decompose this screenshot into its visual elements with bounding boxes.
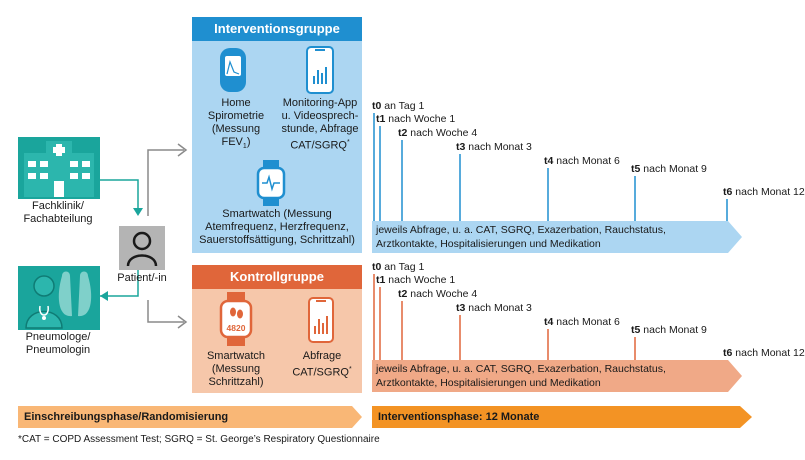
monitoring-app-label: Monitoring-App u. Videosprech- stunde, A… <box>281 97 359 152</box>
phase-left-label: Einschreibungsphase/Randomisierung <box>24 411 229 423</box>
questionnaire-label: Abfrage CAT/SGRQ* <box>292 350 352 379</box>
footnote: *CAT = COPD Assessment Test; SGRQ = St. … <box>18 434 380 445</box>
phase-left-arrow <box>18 406 362 428</box>
control-timepoint-t0: t0 an Tag 1 <box>372 261 424 273</box>
smartwatch-control-label: Smartwatch (Messung Schrittzahl) <box>206 350 266 388</box>
timepoint-code: t4 <box>544 316 554 328</box>
timepoint-text: nach Monat 12 <box>732 186 805 198</box>
timepoint-code: t6 <box>723 347 733 359</box>
band-line-1: jeweils Abfrage, u. a. CAT, SGRQ, Exazer… <box>376 224 666 236</box>
intervention-timepoint-t0: t0 an Tag 1 <box>372 100 424 112</box>
control-band-arrow <box>372 360 742 392</box>
pneumologist-label: Pneumologe/Pneumologin <box>25 331 91 356</box>
timepoint-text: nach Monat 6 <box>553 155 620 167</box>
pneumologist-icon <box>18 266 100 330</box>
patient-icon <box>119 226 165 270</box>
intervention-band-arrow <box>372 221 742 253</box>
timepoint-text: nach Woche 4 <box>407 127 478 139</box>
timepoint-text: nach Woche 4 <box>407 288 478 300</box>
timepoint-code: t0 <box>372 100 382 112</box>
clinic-label: Fachklinik/Fachabteilung <box>23 200 93 225</box>
intervention-timepoint-t6: t6 nach Monat 12 <box>723 186 805 198</box>
timepoint-code: t0 <box>372 261 382 273</box>
intervention-timepoint-t4: t4 nach Monat 6 <box>544 155 620 167</box>
timepoint-code: t3 <box>456 302 466 314</box>
timepoint-text: nach Monat 3 <box>465 141 532 153</box>
band-line-2: Arztkontakte, Hospitalisierungen und Med… <box>376 377 601 389</box>
flow-connectors <box>100 143 188 329</box>
intervention-timepoint-t2: t2 nach Woche 4 <box>398 127 477 139</box>
timepoint-text: nach Monat 12 <box>732 347 805 359</box>
control-timepoint-t1: t1 nach Woche 1 <box>376 274 455 286</box>
timelines <box>372 113 742 392</box>
control-timepoint-t3: t3 nach Monat 3 <box>456 302 532 314</box>
intervention-band-text: jeweils Abfrage, u. a. CAT, SGRQ, Exazer… <box>376 223 666 251</box>
step-watch-icon: 4820 <box>219 292 253 346</box>
timepoint-text: nach Monat 9 <box>640 324 707 336</box>
intervention-title: Interventionsgruppe <box>192 17 362 41</box>
control-band-text: jeweils Abfrage, u. a. CAT, SGRQ, Exazer… <box>376 362 666 390</box>
smartphone-icon <box>305 46 335 94</box>
questionnaire-phone-icon <box>307 297 335 343</box>
smartwatch-icon <box>256 160 286 206</box>
intervention-timepoint-t3: t3 nach Monat 3 <box>456 141 532 153</box>
timepoint-text: nach Monat 3 <box>465 302 532 314</box>
timepoint-code: t6 <box>723 186 733 198</box>
timepoint-code: t2 <box>398 288 408 300</box>
timepoint-text: nach Monat 9 <box>640 163 707 175</box>
timepoint-code: t5 <box>631 163 641 175</box>
timepoint-text: an Tag 1 <box>381 261 425 273</box>
timepoint-text: an Tag 1 <box>381 100 425 112</box>
patient-label: Patient/-in <box>117 272 167 284</box>
smartwatch-intervention-label: Smartwatch (Messung Atemfrequenz, Herzfr… <box>199 208 355 246</box>
phase-right-arrow <box>372 406 752 428</box>
intervention-timepoint-t1: t1 nach Woche 1 <box>376 113 455 125</box>
timepoint-code: t5 <box>631 324 641 336</box>
timepoint-code: t1 <box>376 274 386 286</box>
step-count-display: 4820 <box>226 323 246 333</box>
control-timepoint-t5: t5 nach Monat 9 <box>631 324 707 336</box>
timepoint-code: t1 <box>376 113 386 125</box>
timepoint-code: t2 <box>398 127 408 139</box>
band-line-2: Arztkontakte, Hospitalisierungen und Med… <box>376 238 601 250</box>
control-timepoint-t2: t2 nach Woche 4 <box>398 288 477 300</box>
phase-bar <box>18 406 752 428</box>
band-line-1: jeweils Abfrage, u. a. CAT, SGRQ, Exazer… <box>376 363 666 375</box>
timepoint-text: nach Monat 6 <box>553 316 620 328</box>
timepoint-text: nach Woche 1 <box>385 274 456 286</box>
phase-right-label: Interventionsphase: 12 Monate <box>378 411 540 423</box>
timepoint-code: t4 <box>544 155 554 167</box>
timepoint-code: t3 <box>456 141 466 153</box>
spirometer-icon <box>216 48 250 94</box>
spirometry-label: Home Spirometrie (Messung FEV1) <box>207 97 265 151</box>
control-title: Kontrollgruppe <box>192 265 362 289</box>
intervention-timepoint-t5: t5 nach Monat 9 <box>631 163 707 175</box>
control-timepoint-t6: t6 nach Monat 12 <box>723 347 805 359</box>
control-timepoint-t4: t4 nach Monat 6 <box>544 316 620 328</box>
timepoint-text: nach Woche 1 <box>385 113 456 125</box>
clinic-icon <box>18 137 100 199</box>
